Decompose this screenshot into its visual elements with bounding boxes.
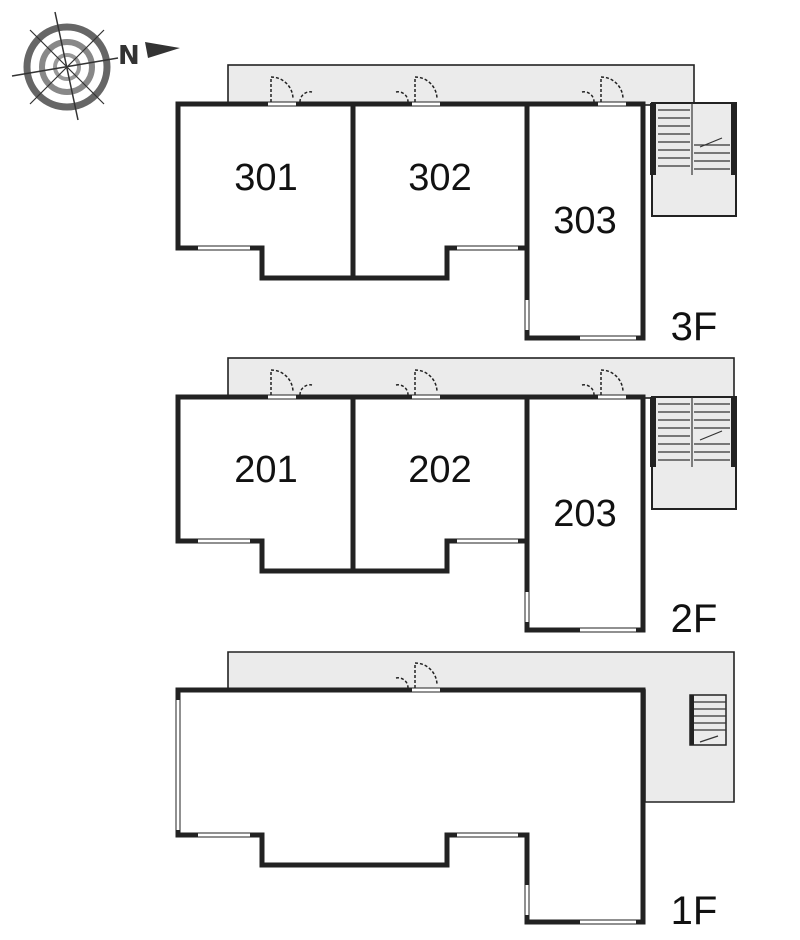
floor-3f-stairs-icon <box>650 103 737 175</box>
floor-1f-stairs-icon <box>689 694 727 746</box>
room-label-302: 302 <box>408 157 471 199</box>
floor-2f-doors <box>268 369 626 399</box>
room-label-301: 301 <box>234 157 297 199</box>
floor-3f-doors <box>268 76 626 106</box>
room-label-203: 203 <box>553 493 616 535</box>
floor-3f-plan: 301 302 303 3F <box>175 64 737 349</box>
room-label-303: 303 <box>553 200 616 242</box>
compass-icon <box>11 11 180 121</box>
floor-3f-corridor <box>227 64 695 106</box>
floor-1f-outdoor-area <box>227 651 735 803</box>
floor-2f-stairs-icon <box>650 397 737 467</box>
floor-2f-plan: 201 202 203 2F <box>175 357 737 641</box>
floor-1f-space <box>175 687 646 925</box>
floor-label-1f: 1F <box>671 889 718 933</box>
room-label-202: 202 <box>408 449 471 491</box>
floor-1f-plan: 1F <box>175 651 735 933</box>
floor-3f-stair-landing <box>651 102 737 217</box>
floor-label-2f: 2F <box>671 597 718 641</box>
room-label-201: 201 <box>234 449 297 491</box>
floor-2f-corridor <box>227 357 735 399</box>
floor-2f-stair-landing <box>651 396 737 510</box>
compass-north-label: N <box>118 41 140 71</box>
floor-1f-door <box>395 662 440 692</box>
floor-label-3f: 3F <box>671 305 718 349</box>
